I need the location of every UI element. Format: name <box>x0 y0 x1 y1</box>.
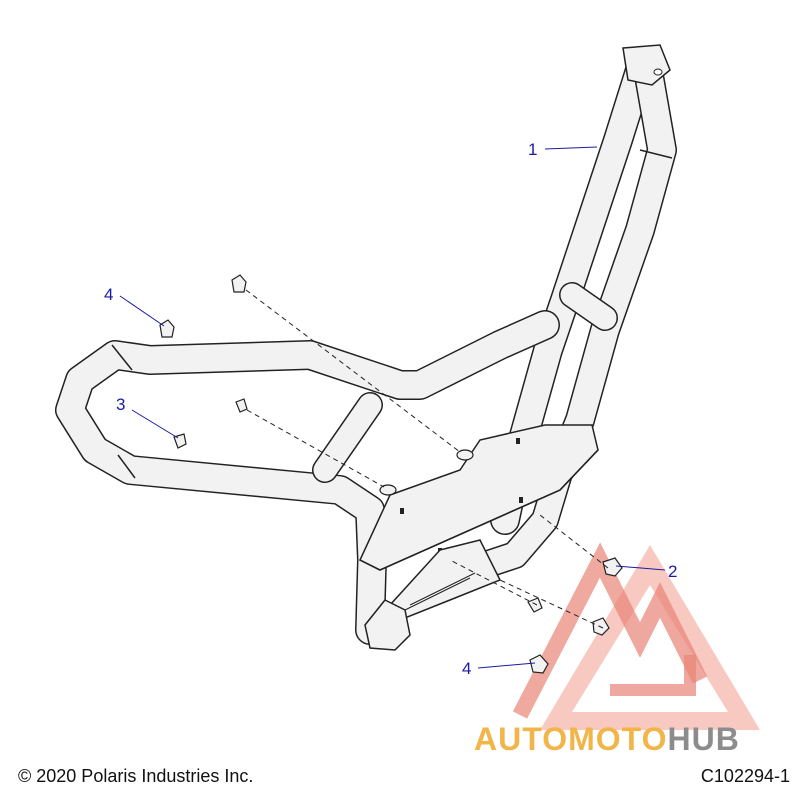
callout-leaders <box>119 146 666 669</box>
figure-id-text: C102294-1 <box>700 766 790 786</box>
hardware-bolt-right <box>527 597 543 613</box>
callout-4-lower: 4 <box>462 659 471 678</box>
copyright-text: © 2020 Polaris Industries Inc. <box>18 766 254 786</box>
hardware-nut-4-lower <box>529 654 549 674</box>
hardware-nut-4-right <box>592 617 610 636</box>
callout-1: 1 <box>528 140 537 159</box>
hardware-nut-4-upper <box>231 274 247 293</box>
callout-2: 2 <box>668 562 677 581</box>
callout-4-upper: 4 <box>104 285 113 304</box>
hardware-nut-4-left <box>159 319 175 338</box>
watermark-logo <box>512 542 760 730</box>
mounting-plate <box>359 424 599 651</box>
watermark-wordmark: AUTOMOTOHUB <box>474 721 740 757</box>
svg-text:AUTOMOTOHUB: AUTOMOTOHUB <box>474 721 740 757</box>
hardware-nut-2 <box>602 557 623 577</box>
assembly-lines <box>245 289 609 629</box>
watermark-word-2: HUB <box>667 721 739 757</box>
watermark-word-1: AUTOMOTO <box>474 721 667 757</box>
hardware-bolt-3-upper <box>235 398 248 413</box>
top-cap <box>622 44 671 86</box>
callout-3: 3 <box>116 395 125 414</box>
bumper-frame <box>55 44 677 645</box>
